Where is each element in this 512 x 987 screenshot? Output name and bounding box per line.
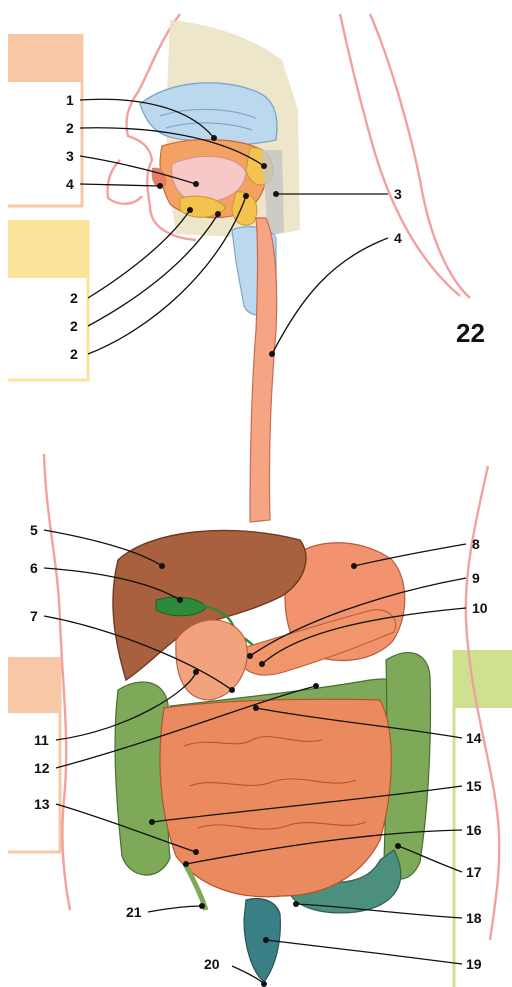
label-21: 21	[126, 904, 142, 920]
label-8: 8	[472, 536, 480, 552]
label-19: 19	[466, 956, 482, 972]
label-20: 20	[204, 956, 220, 972]
label-13: 13	[34, 796, 50, 812]
label-5: 5	[30, 522, 38, 538]
label-9: 9	[472, 570, 480, 586]
label-6: 6	[30, 560, 38, 576]
label-16: 16	[466, 822, 482, 838]
label-7: 7	[30, 608, 38, 624]
label-3-left: 3	[66, 148, 74, 164]
label-10: 10	[472, 600, 488, 616]
label-1: 1	[66, 92, 74, 108]
small-intestine	[160, 699, 391, 896]
label-2-b: 2	[70, 318, 78, 334]
label-2-a: 2	[70, 290, 78, 306]
label-15: 15	[466, 778, 482, 794]
label-2-upper: 2	[66, 120, 74, 136]
duodenum	[176, 620, 247, 700]
figure-number: 22	[456, 318, 485, 348]
label-4-right: 4	[394, 230, 402, 246]
rectum	[244, 899, 280, 982]
label-4-left: 4	[66, 176, 74, 192]
answer-box-lower-left	[8, 657, 60, 852]
label-17: 17	[466, 864, 482, 880]
label-14: 14	[466, 730, 482, 746]
nasal-cavity	[140, 83, 277, 145]
label-11: 11	[34, 732, 49, 748]
label-3-right: 3	[394, 186, 402, 202]
label-18: 18	[466, 910, 482, 926]
answer-box-lower-right	[454, 650, 512, 987]
label-2-c: 2	[70, 346, 78, 362]
label-12: 12	[34, 760, 50, 776]
